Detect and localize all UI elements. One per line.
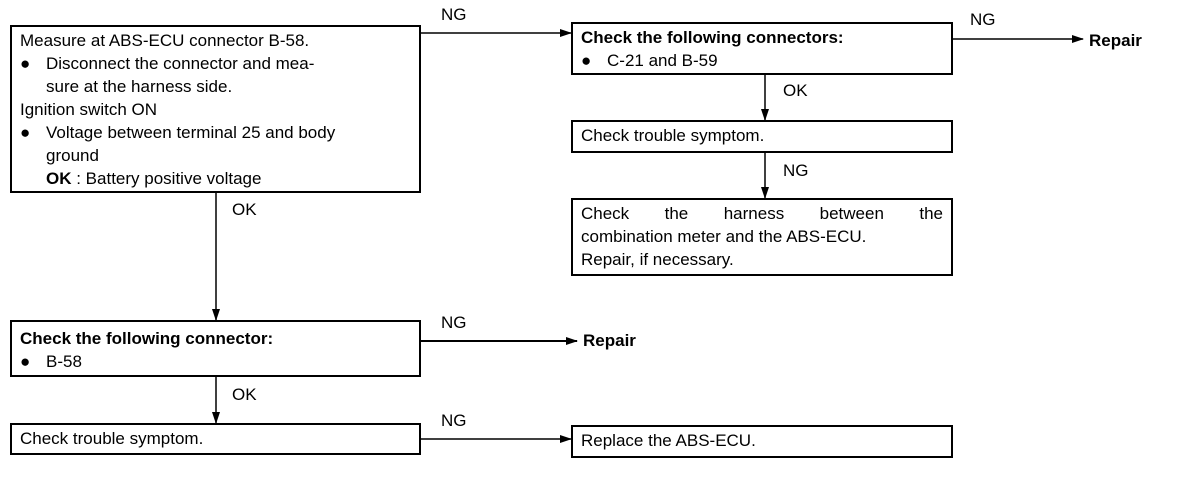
label-ng-box2: NG <box>970 10 996 29</box>
check-connector-item: ● B-58 <box>20 350 411 373</box>
replace-abs-ecu-text: Replace the ABS-ECU. <box>581 431 756 450</box>
bullet-icon: ● <box>20 352 31 371</box>
label-ng-box6: NG <box>441 411 467 430</box>
check-trouble-symptom-box-lower: Check trouble symptom. <box>10 423 421 455</box>
check-connectors-title: Check the following connectors: <box>581 28 844 47</box>
measure-step-title: Measure at ABS-ECU connector B-58. <box>20 31 310 50</box>
ok-value: : Battery positive voltage <box>76 169 262 188</box>
ok-key: OK <box>46 169 72 188</box>
check-trouble-symptom-box-upper: Check trouble symptom. <box>571 120 953 153</box>
repair-endpoint-lower: Repair <box>583 331 636 350</box>
check-harness-line-2: combination meter and the ABS-ECU. <box>581 227 867 246</box>
bullet-icon: ● <box>581 51 592 70</box>
label-ng-box1: NG <box>441 5 467 24</box>
measure-step-bullet-2-cont: ground <box>46 146 99 165</box>
check-connectors-item-text: C-21 and B-59 <box>607 51 718 70</box>
measure-step-bullet-1: ● Disconnect the connector and mea- <box>20 52 411 75</box>
label-ok-box1: OK <box>232 200 257 219</box>
ok-condition: OK : Battery positive voltage <box>20 167 411 190</box>
ignition-switch-text: Ignition switch ON <box>20 100 157 119</box>
measure-step-bullet-2-text: Voltage between terminal 25 and body <box>46 123 336 142</box>
measure-step-bullet-2: ● Voltage between terminal 25 and body <box>20 121 411 144</box>
check-connector-b58-box: Check the following connector: ● B-58 <box>10 320 421 377</box>
measure-step-bullet-1-cont: sure at the harness side. <box>46 77 233 96</box>
label-ng-box3: NG <box>783 161 809 180</box>
check-harness-line-1: Check the harness between the <box>581 204 943 223</box>
measure-step-box: Measure at ABS-ECU connector B-58. ● Disc… <box>10 25 421 193</box>
check-connectors-box: Check the following connectors: ● C-21 an… <box>571 22 953 75</box>
check-harness-line-3: Repair, if necessary. <box>581 250 734 269</box>
check-harness-box: Check the harness between the combinatio… <box>571 198 953 276</box>
measure-step-bullet-1-text: Disconnect the connector and mea- <box>46 54 315 73</box>
label-ok-box5: OK <box>232 385 257 404</box>
repair-endpoint-upper: Repair <box>1089 31 1142 50</box>
label-ok-box2: OK <box>783 81 808 100</box>
check-trouble-symptom-text-upper: Check trouble symptom. <box>581 126 765 145</box>
check-connectors-item: ● C-21 and B-59 <box>581 49 943 72</box>
check-connector-item-text: B-58 <box>46 352 82 371</box>
replace-abs-ecu-box: Replace the ABS-ECU. <box>571 425 953 458</box>
label-ng-box5: NG <box>441 313 467 332</box>
bullet-icon: ● <box>20 123 31 142</box>
bullet-icon: ● <box>20 54 31 73</box>
check-trouble-symptom-text-lower: Check trouble symptom. <box>20 429 204 448</box>
check-connector-title: Check the following connector: <box>20 329 274 348</box>
